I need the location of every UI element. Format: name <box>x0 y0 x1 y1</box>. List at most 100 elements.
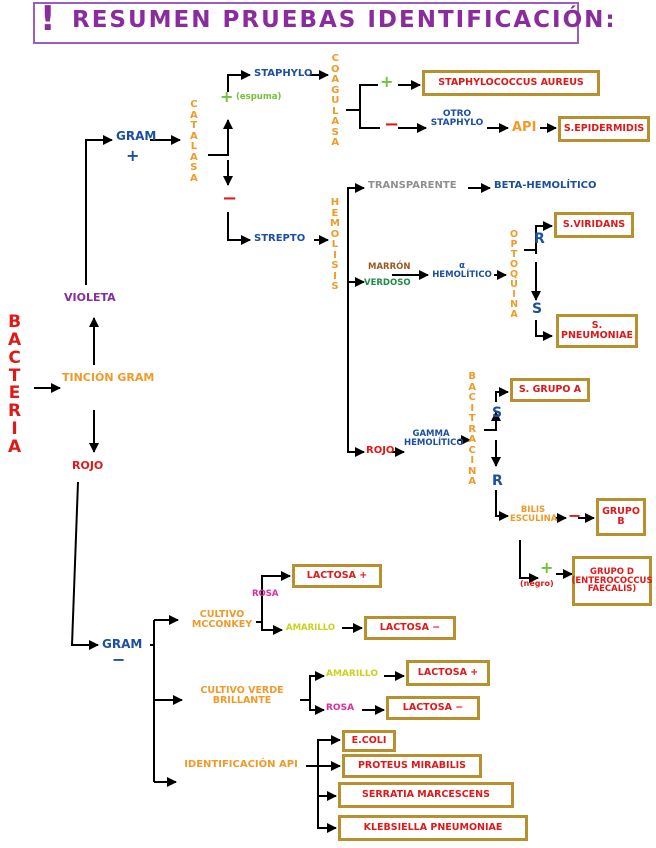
mcconkey-lactose-negative-box: LACTOSA − <box>364 616 456 640</box>
s-viridans-box: S.VIRIDANS <box>554 212 634 238</box>
coagulase-negative-sign: − <box>384 114 400 135</box>
vertical-letter: S <box>331 281 339 292</box>
vertical-letter: U <box>331 95 340 106</box>
vertical-letter: I <box>512 288 516 300</box>
vertical-letter: N <box>510 298 519 310</box>
api-identification-label: IDENTIFICACIÓN API <box>184 759 298 770</box>
strepto-label: STREPTO <box>254 233 306 244</box>
vertical-letter: E <box>331 207 339 219</box>
bacitracin-r-label: R <box>492 473 503 489</box>
group-d-box: GRUPO D (ENTEROCOCCUS FAECALIS) <box>571 556 653 606</box>
other-staph-label: OTRO STAPHYLO <box>430 109 484 129</box>
vertical-letter: M <box>330 218 340 229</box>
vertical-letter: A <box>331 137 340 148</box>
coagulase-positive-sign: + <box>380 72 394 91</box>
gram-stain-label: TINCIÓN GRAM <box>62 371 155 384</box>
vertical-letter: Q <box>510 268 519 280</box>
proteus-mirabilis-box: PROTEUS MIRABILIS <box>342 754 482 778</box>
vertical-letter: P <box>510 238 518 250</box>
greenish-label: VERDOSO <box>364 278 411 288</box>
klebsiella-pneumoniae-box: KLEBSIELLA PNEUMONIAE <box>338 815 528 841</box>
vertical-letter: U <box>510 278 518 290</box>
vertical-letter: A <box>510 308 518 320</box>
vertical-letter: O <box>510 229 519 240</box>
mcconkey-lactose-positive-box: LACTOSA + <box>292 564 382 588</box>
bile-esculin-label: BILIS ESCULINA <box>510 505 558 524</box>
mcconkey-pink-label: ROSA <box>252 589 279 599</box>
brown-label: MARRÓN <box>368 262 411 272</box>
gram-positive-sign: + <box>126 146 140 165</box>
vertical-letter: A <box>468 434 477 445</box>
vertical-letter: G <box>331 84 340 96</box>
vertical-letter: I <box>333 270 337 282</box>
vertical-letter: H <box>330 197 340 208</box>
vertical-letter: A <box>190 172 198 184</box>
vertical-letter: L <box>332 105 339 117</box>
vertical-letter: B <box>8 312 22 332</box>
vertical-letter: T <box>510 248 518 260</box>
vertical-letter: N <box>468 465 477 477</box>
bacitracin-s-label: S <box>492 405 503 421</box>
vertical-letter: I <box>333 249 337 261</box>
vertical-letter: A <box>190 151 198 163</box>
vertical-letter: A <box>8 329 22 350</box>
transparent-label: TRANSPARENTE <box>368 180 457 191</box>
brilliant-green-yellow-label: AMARILLO <box>326 669 378 679</box>
vertical-letter: C <box>190 99 198 110</box>
vertical-letter: A <box>8 436 22 457</box>
vertical-letter: A <box>468 381 477 393</box>
vertical-letter: O <box>510 258 519 270</box>
serratia-marcescens-box: SERRATIA MARCESCENS <box>338 782 514 808</box>
optochin-r-label: R <box>534 231 545 247</box>
exclamation-icon: ! <box>40 0 56 39</box>
staph-aureus-box: STAPHYLOCOCCUS AUREUS <box>422 70 600 96</box>
vertical-letter: L <box>190 141 198 152</box>
alpha-hemolytic-label: α HEMOLÍTICO <box>432 261 492 280</box>
vertical-letter: T <box>8 365 21 386</box>
s-epidermidis-box: S.EPIDERMIDIS <box>558 116 650 142</box>
vertical-letter: A <box>331 74 340 85</box>
gamma-hemolytic-label: GAMMA HEMOLÍTICO <box>404 429 464 448</box>
catalase-positive-sign: + <box>220 87 234 106</box>
vertical-letter: A <box>190 130 198 142</box>
staphylo-label: STAPHYLO <box>254 68 313 79</box>
beta-hemolytic-label: BETA-HEMOLÍTICO <box>494 180 597 191</box>
vertical-letter: S <box>331 260 339 271</box>
vertical-letter: T <box>190 120 198 131</box>
optochin-s-label: S <box>532 301 543 317</box>
brilliant-green-lactose-positive-box: LACTOSA + <box>406 660 490 686</box>
group-b-box: GRUPO B <box>596 498 646 536</box>
api-label: API <box>512 120 537 135</box>
vertical-letter: I <box>11 419 18 440</box>
vertical-letter: C <box>468 444 476 456</box>
vertical-letter: B <box>468 371 476 382</box>
bile-positive-sign: + <box>540 558 554 577</box>
violet-label: VIOLETA <box>64 291 116 304</box>
page-title: RESUMEN PRUEBAS IDENTIFICACIÓN: <box>72 7 617 33</box>
vertical-letter: C <box>331 53 339 64</box>
vertical-letter: O <box>331 63 340 75</box>
red-hemolysis-label: ROJO <box>366 445 395 456</box>
vertical-letter: L <box>331 239 339 250</box>
vertical-letter: S <box>190 162 198 173</box>
mcconkey-label: CULTIVO MCCONKEY <box>191 609 253 630</box>
vertical-letter: I <box>470 455 475 466</box>
vertical-letter: O <box>330 228 340 240</box>
gram-negative-sign: − <box>112 650 126 669</box>
vertical-letter: A <box>331 116 340 127</box>
brilliant-green-pink-label: ROSA <box>326 703 355 713</box>
gram-negative-label: GRAM <box>102 637 143 651</box>
gram-positive-label: GRAM <box>116 129 157 143</box>
brilliant-green-lactose-negative-box: LACTOSA − <box>386 696 480 720</box>
mcconkey-yellow-label: AMARILLO <box>286 623 336 633</box>
catalase-negative-sign: − <box>222 188 238 209</box>
vertical-letter: R <box>8 401 22 422</box>
vertical-letter: A <box>190 109 198 121</box>
brilliant-green-label: CULTIVO VERDE BRILLANTE <box>200 685 284 706</box>
